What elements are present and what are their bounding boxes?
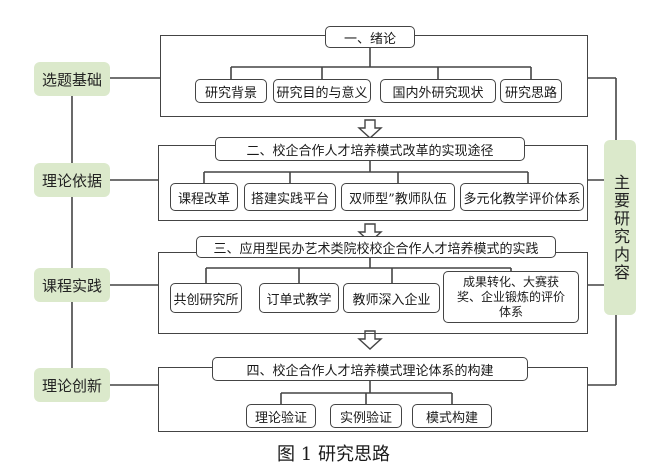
section-1-item-1: 研究背景 [195,79,267,103]
section-3-item-3: 教师深入企业 [343,283,440,313]
section-1-item-3: 国内外研究现状 [380,79,496,103]
section-1-item-4: 研究思路 [500,79,562,103]
side-label-innovation: 理论创新 [34,368,110,402]
section-4-item-2: 实例验证 [330,404,402,428]
section-4-title: 四、校企合作人才培养模式理论体系的构建 [212,357,528,381]
section-2-item-2: 搭建实践平台 [244,183,336,211]
section-1-title: 一、绪论 [325,26,415,48]
section-2-item-1: 课程改革 [170,183,238,211]
main-content-label: 主要研究内容 [604,140,636,315]
section-3-title: 三、应用型民办艺术类院校校企合作人才培养模式的实践 [196,236,556,258]
side-label-practice: 课程实践 [34,268,110,302]
section-3-item-4: 成果转化、大赛获奖、企业锻炼的评价体系 [443,271,579,323]
side-label-basis: 选题基础 [34,62,110,96]
section-3-item-2: 订单式教学 [259,283,339,313]
section-3-item-1: 共创研究所 [170,283,242,313]
section-2-title: 二、校企合作人才培养模式改革的实现途径 [215,137,525,161]
side-label-theory: 理论依据 [34,163,110,197]
section-2-item-3: 双师型”教师队伍 [341,183,455,211]
figure-caption: 图 1 研究思路 [277,444,390,465]
section-1-item-2: 研究目的与意义 [273,79,371,103]
section-4-item-3: 模式构建 [412,404,492,428]
section-4-item-1: 理论验证 [246,404,316,428]
section-2-item-4: 多元化教学评价体系 [460,183,584,211]
